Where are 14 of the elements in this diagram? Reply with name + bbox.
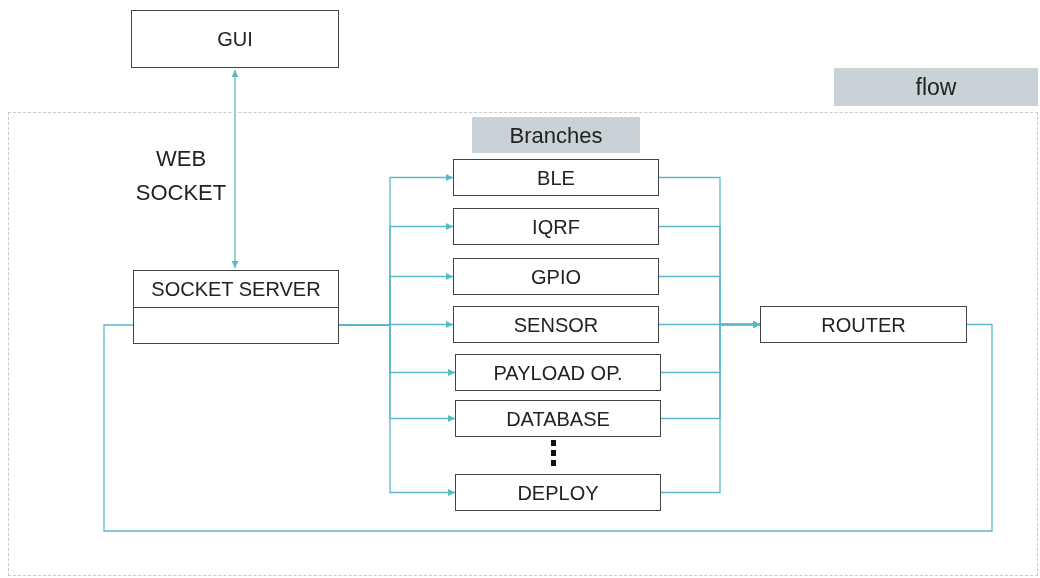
process-box: SENSOR (453, 306, 659, 343)
server-box: SOCKET SERVER (133, 270, 339, 344)
process-box: BLE (453, 159, 659, 196)
process-box: DEPLOY (455, 474, 661, 511)
process-box: ROUTER (760, 306, 967, 343)
connector-arrow (338, 324, 456, 496)
process-box: GUI (131, 10, 339, 68)
process-box: IQRF (453, 208, 659, 245)
process-box: PAYLOAD OP. (455, 354, 661, 391)
branches-tag: Branches (472, 117, 640, 153)
flow-tag: flow (834, 68, 1038, 106)
connector-arrow (231, 69, 239, 269)
process-box: GPIO (453, 258, 659, 295)
process-box: DATABASE (455, 400, 661, 437)
